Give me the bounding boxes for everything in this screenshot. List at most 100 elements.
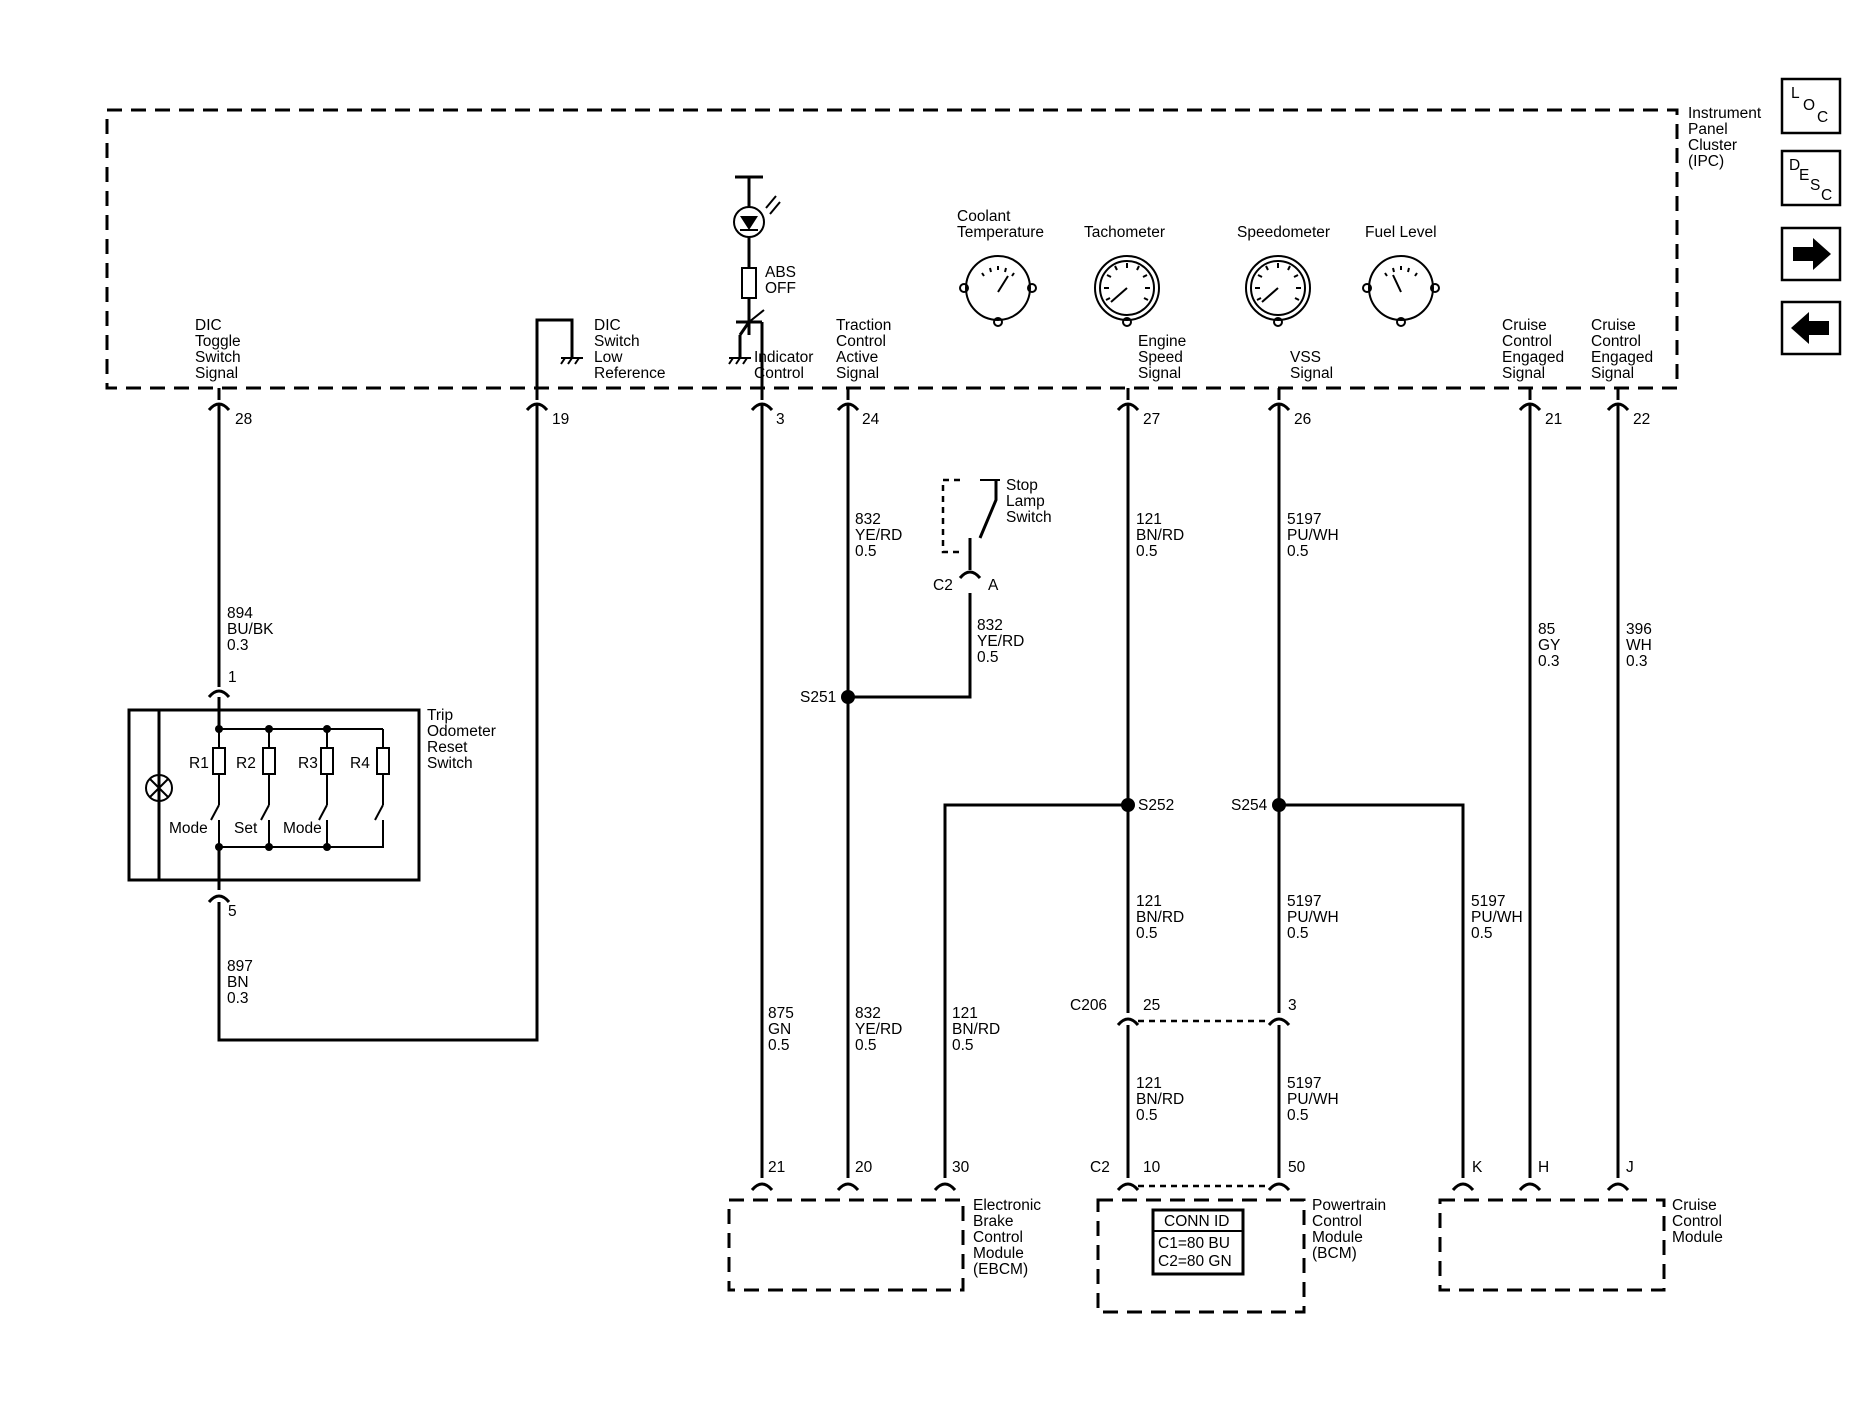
svg-text:L: L [1791, 85, 1800, 102]
svg-text:25: 25 [1143, 997, 1160, 1014]
svg-text:5: 5 [228, 903, 237, 920]
desc-button[interactable]: D E S C [1780, 149, 1842, 207]
svg-text:C2: C2 [933, 577, 953, 594]
left-arrow-icon [1791, 312, 1829, 344]
pcm-module: C2 10 50 CONN ID C1=80 BU C2=80 GN Power… [1090, 1159, 1386, 1314]
loc-button[interactable]: L O C [1780, 77, 1842, 135]
svg-text:Tachometer: Tachometer [1084, 224, 1165, 241]
svg-text:21: 21 [1545, 411, 1562, 428]
ipc-module: Instrument Panel Cluster (IPC) [105, 105, 1766, 390]
svg-text:A: A [988, 577, 999, 594]
svg-text:C2=80 GN: C2=80 GN [1158, 1253, 1232, 1270]
splice-s254: S254 [1231, 797, 1268, 814]
svg-text:10: 10 [1143, 1159, 1161, 1176]
svg-text:O: O [1803, 97, 1815, 114]
svg-text:R2: R2 [236, 755, 256, 772]
svg-text:R3: R3 [298, 755, 318, 772]
svg-text:3: 3 [1288, 997, 1297, 1014]
c206-connector: C206 25 3 [1070, 997, 1297, 1027]
right-arrow-icon [1793, 238, 1831, 270]
svg-text:26: 26 [1294, 411, 1311, 428]
splice-s251: S251 [800, 689, 836, 706]
svg-text:1: 1 [228, 669, 237, 686]
ipc-label: Instrument Panel Cluster (IPC) [1688, 105, 1766, 170]
svg-text:22: 22 [1633, 411, 1650, 428]
svg-text:21: 21 [768, 1159, 785, 1176]
conn-id-box: CONN ID C1=80 BU C2=80 GN [1151, 1208, 1245, 1276]
forward-button[interactable] [1780, 226, 1842, 282]
svg-text:Mode: Mode [283, 820, 322, 837]
svg-text:24: 24 [862, 411, 880, 428]
svg-text:C: C [1821, 187, 1832, 204]
speedometer-gauge: Speedometer [1237, 224, 1330, 327]
svg-text:C1=80 BU: C1=80 BU [1158, 1235, 1230, 1252]
svg-text:28: 28 [235, 411, 252, 428]
svg-text:Set: Set [234, 820, 258, 837]
svg-text:Fuel Level: Fuel Level [1365, 224, 1437, 241]
dic-low-ref-ground [535, 318, 583, 388]
svg-text:K: K [1472, 1159, 1483, 1176]
svg-text:19: 19 [552, 411, 569, 428]
splices: S251 S252 S254 [800, 689, 1286, 814]
svg-text:C206: C206 [1070, 997, 1107, 1014]
svg-text:C2: C2 [1090, 1159, 1110, 1176]
svg-text:C: C [1817, 109, 1828, 126]
svg-text:Mode: Mode [169, 820, 208, 837]
back-button[interactable] [1780, 300, 1842, 356]
svg-text:D: D [1789, 157, 1800, 174]
svg-text:CONN ID: CONN ID [1164, 1213, 1229, 1230]
fuel-gauge: Fuel Level [1362, 224, 1440, 327]
svg-text:Speedometer: Speedometer [1237, 224, 1330, 241]
svg-text:27: 27 [1143, 411, 1160, 428]
tachometer-gauge: Tachometer [1084, 224, 1165, 327]
svg-text:20: 20 [855, 1159, 873, 1176]
trip-odometer-reset-switch: 1 R1 R2 R3 R4 Mode Set Mode [127, 669, 496, 920]
svg-text:J: J [1626, 1159, 1634, 1176]
svg-text:R1: R1 [189, 755, 209, 772]
svg-text:H: H [1538, 1159, 1549, 1176]
splice-s252: S252 [1138, 797, 1174, 814]
svg-text:S: S [1810, 177, 1820, 194]
svg-text:30: 30 [952, 1159, 970, 1176]
svg-text:R4: R4 [350, 755, 370, 772]
svg-text:3: 3 [776, 411, 785, 428]
